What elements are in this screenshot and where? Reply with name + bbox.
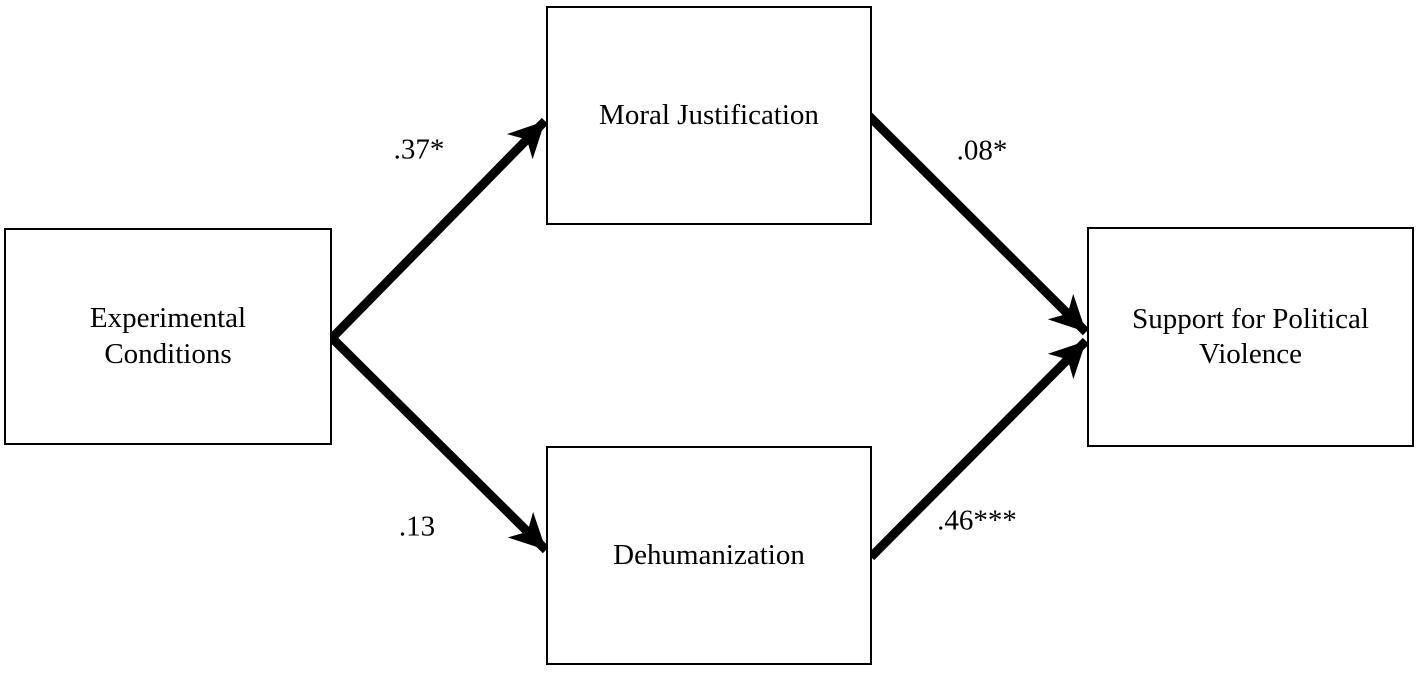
node-label-moral-justification: Moral Justification (599, 98, 819, 131)
coefficient-experimental-to-moral-justification: .37* (393, 133, 445, 166)
arrow-experimental-to-dehumanization (328, 334, 550, 554)
node-label-support-political-violence: Support for Political Violence (1132, 302, 1369, 370)
node-label-dehumanization: Dehumanization (613, 538, 805, 571)
arrow-moral-justification-to-support (863, 110, 1090, 336)
coefficient-moral-justification-to-support: .08* (956, 134, 1008, 167)
node-label-experimental-conditions: Experimental Conditions (89, 302, 247, 370)
node-dehumanization: Dehumanization (546, 446, 872, 665)
node-support-political-violence: Support for Political Violence (1087, 227, 1414, 447)
node-experimental-conditions: Experimental Conditions (4, 228, 332, 445)
coefficient-dehumanization-to-support: .46*** (937, 504, 1017, 537)
arrow-dehumanization-to-support (867, 337, 1090, 561)
arrow-experimental-to-moral-justification (328, 117, 549, 342)
node-moral-justification: Moral Justification (546, 6, 872, 225)
coefficient-experimental-to-dehumanization: .13 (398, 510, 436, 543)
